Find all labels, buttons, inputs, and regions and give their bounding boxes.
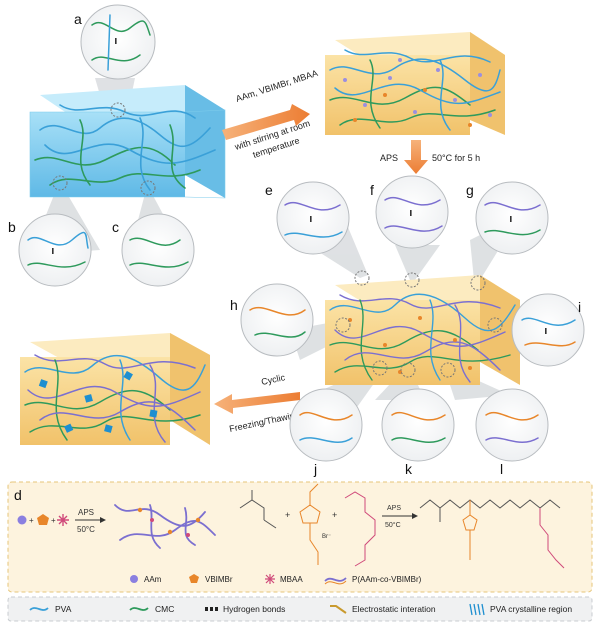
legend-cmc-label: CMC	[155, 604, 174, 614]
legend-crystalline-label: PVA crystalline region	[490, 604, 572, 614]
arrow-step2	[404, 140, 428, 174]
legend-mbaa-icon	[265, 574, 275, 584]
panel-label-a: a	[74, 11, 82, 27]
legend-pva-label: PVA	[55, 604, 72, 614]
aam-structure	[239, 490, 277, 529]
legend-vbimbr-label: VBIMBr	[205, 575, 233, 584]
product-structure	[419, 499, 565, 569]
panel-label-b: b	[8, 219, 16, 235]
mbaa-symbol	[57, 514, 69, 526]
scheme-plus-1: +	[29, 516, 34, 525]
legend-aam-label: AAm	[144, 575, 162, 584]
scheme-plus-4: +	[332, 510, 337, 520]
panel-label-j: j	[313, 461, 317, 477]
step3-text-line1: Cyclic	[260, 372, 286, 387]
scheme-bromide: Br⁻	[322, 534, 331, 540]
step2-aps: APS	[380, 153, 398, 163]
copolymer-network	[114, 504, 216, 549]
aam-symbol	[17, 515, 27, 525]
arrow-step3	[214, 392, 300, 414]
legend-cmc-icon	[129, 607, 149, 611]
legend-hbond-label: Hydrogen bonds	[223, 604, 285, 614]
panel-label-d: d	[14, 487, 22, 503]
arrow-step1	[222, 104, 310, 140]
scheme-plus-3: +	[285, 510, 290, 520]
legend-electrostatic-icon	[330, 605, 347, 614]
bottom-legend: PVA CMC Hydrogen bonds Electrostatic int…	[7, 596, 593, 622]
legend-pva-icon	[29, 607, 49, 611]
panel-label-h: h	[230, 297, 238, 313]
bubble-contents	[27, 14, 576, 443]
pregel-block	[325, 32, 505, 135]
panel-label-f: f	[370, 182, 374, 198]
vbimbr-structure	[299, 483, 321, 565]
legend-copolymer-icon	[324, 577, 347, 582]
scheme-temp-1: 50°C	[77, 525, 95, 534]
panel-label-i: i	[578, 299, 581, 315]
final-hydrogel-block	[20, 333, 210, 445]
step2-cond: 50°C for 5 h	[432, 153, 480, 163]
panel-label-l: l	[500, 461, 503, 477]
legend-aam-icon	[130, 575, 138, 583]
panel-label-g: g	[466, 182, 474, 198]
legend-vbimbr-icon	[189, 574, 199, 583]
scheme-aps-1: APS	[78, 508, 94, 517]
legend-mbaa-label: MBAA	[280, 575, 303, 584]
legend-copolymer-label: P(AAm-co-VBIMBr)	[352, 575, 422, 584]
panel-label-c: c	[112, 219, 119, 235]
panel-label-e: e	[265, 182, 273, 198]
legend-electrostatic-label: Electrostatic interation	[352, 604, 436, 614]
legend-crystalline-icon	[469, 603, 485, 616]
scheme-plus-2: +	[51, 516, 56, 525]
bubble-dots	[52, 38, 547, 334]
step1-text-line1: AAm, VBIMBr, MBAA	[235, 68, 319, 104]
scheme-temp-2: 50°C	[385, 521, 401, 529]
step3-text-line2: Freezing/Thawing	[228, 409, 300, 434]
pva-cmc-gel-block	[29, 85, 226, 199]
scheme-aps-2: APS	[387, 505, 401, 512]
legend-hbond-icon	[205, 607, 218, 611]
scheme-panel-d: d + + APS 50°C	[7, 481, 593, 593]
dn-hydrogel-block	[325, 270, 520, 385]
mbaa-structure	[344, 491, 376, 567]
vbimbr-symbol	[37, 514, 49, 525]
panel-label-k: k	[405, 461, 413, 477]
